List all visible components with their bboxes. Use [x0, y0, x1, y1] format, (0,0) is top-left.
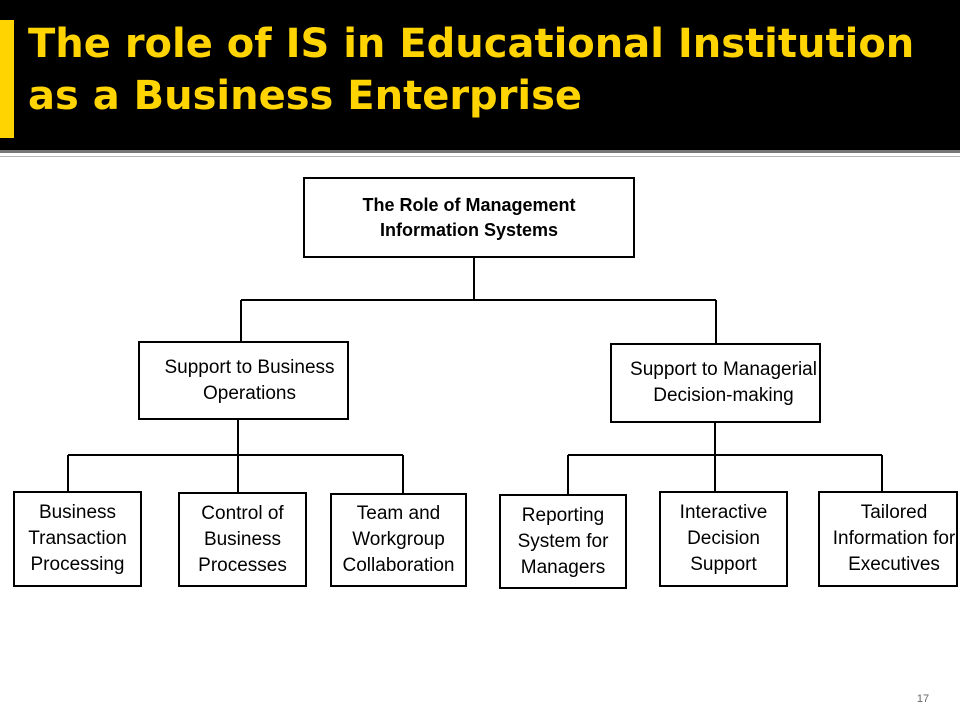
node-label: Tailored Information for Executives	[832, 502, 956, 575]
title-bar: The role of IS in Educational Institutio…	[0, 0, 960, 150]
node-reporting-system-managers: Reporting System for Managers	[499, 494, 627, 589]
node-tailored-information-executives: Tailored Information for Executives	[818, 491, 958, 587]
node-label: Interactive Decision Support	[679, 502, 768, 575]
slide-title: The role of IS in Educational Institutio…	[28, 21, 915, 119]
node-support-business-operations: Support to Business Operations	[138, 341, 349, 420]
node-control-business-processes: Control of Business Processes	[178, 492, 307, 587]
node-business-transaction-processing: Business Transaction Processing	[13, 491, 142, 587]
node-label: Reporting System for Managers	[517, 504, 609, 578]
node-label: Support to Business Operations	[164, 356, 335, 404]
node-label: Team and Workgroup Collaboration	[342, 503, 455, 576]
node-root-label: The Role of Management Information Syste…	[362, 194, 576, 240]
node-support-managerial-decision: Support to Managerial Decision-making	[610, 343, 821, 423]
node-label: Control of Business Processes	[198, 502, 287, 576]
node-interactive-decision-support: Interactive Decision Support	[659, 491, 788, 587]
header-divider-thin	[0, 156, 960, 157]
page-number: 17	[916, 693, 930, 705]
header-divider	[0, 150, 960, 153]
node-root: The Role of Management Information Syste…	[303, 177, 635, 258]
node-team-workgroup-collaboration: Team and Workgroup Collaboration	[330, 493, 467, 587]
accent-bar	[0, 20, 14, 138]
node-label: Support to Managerial Decision-making	[630, 359, 817, 406]
node-label: Business Transaction Processing	[28, 502, 127, 575]
